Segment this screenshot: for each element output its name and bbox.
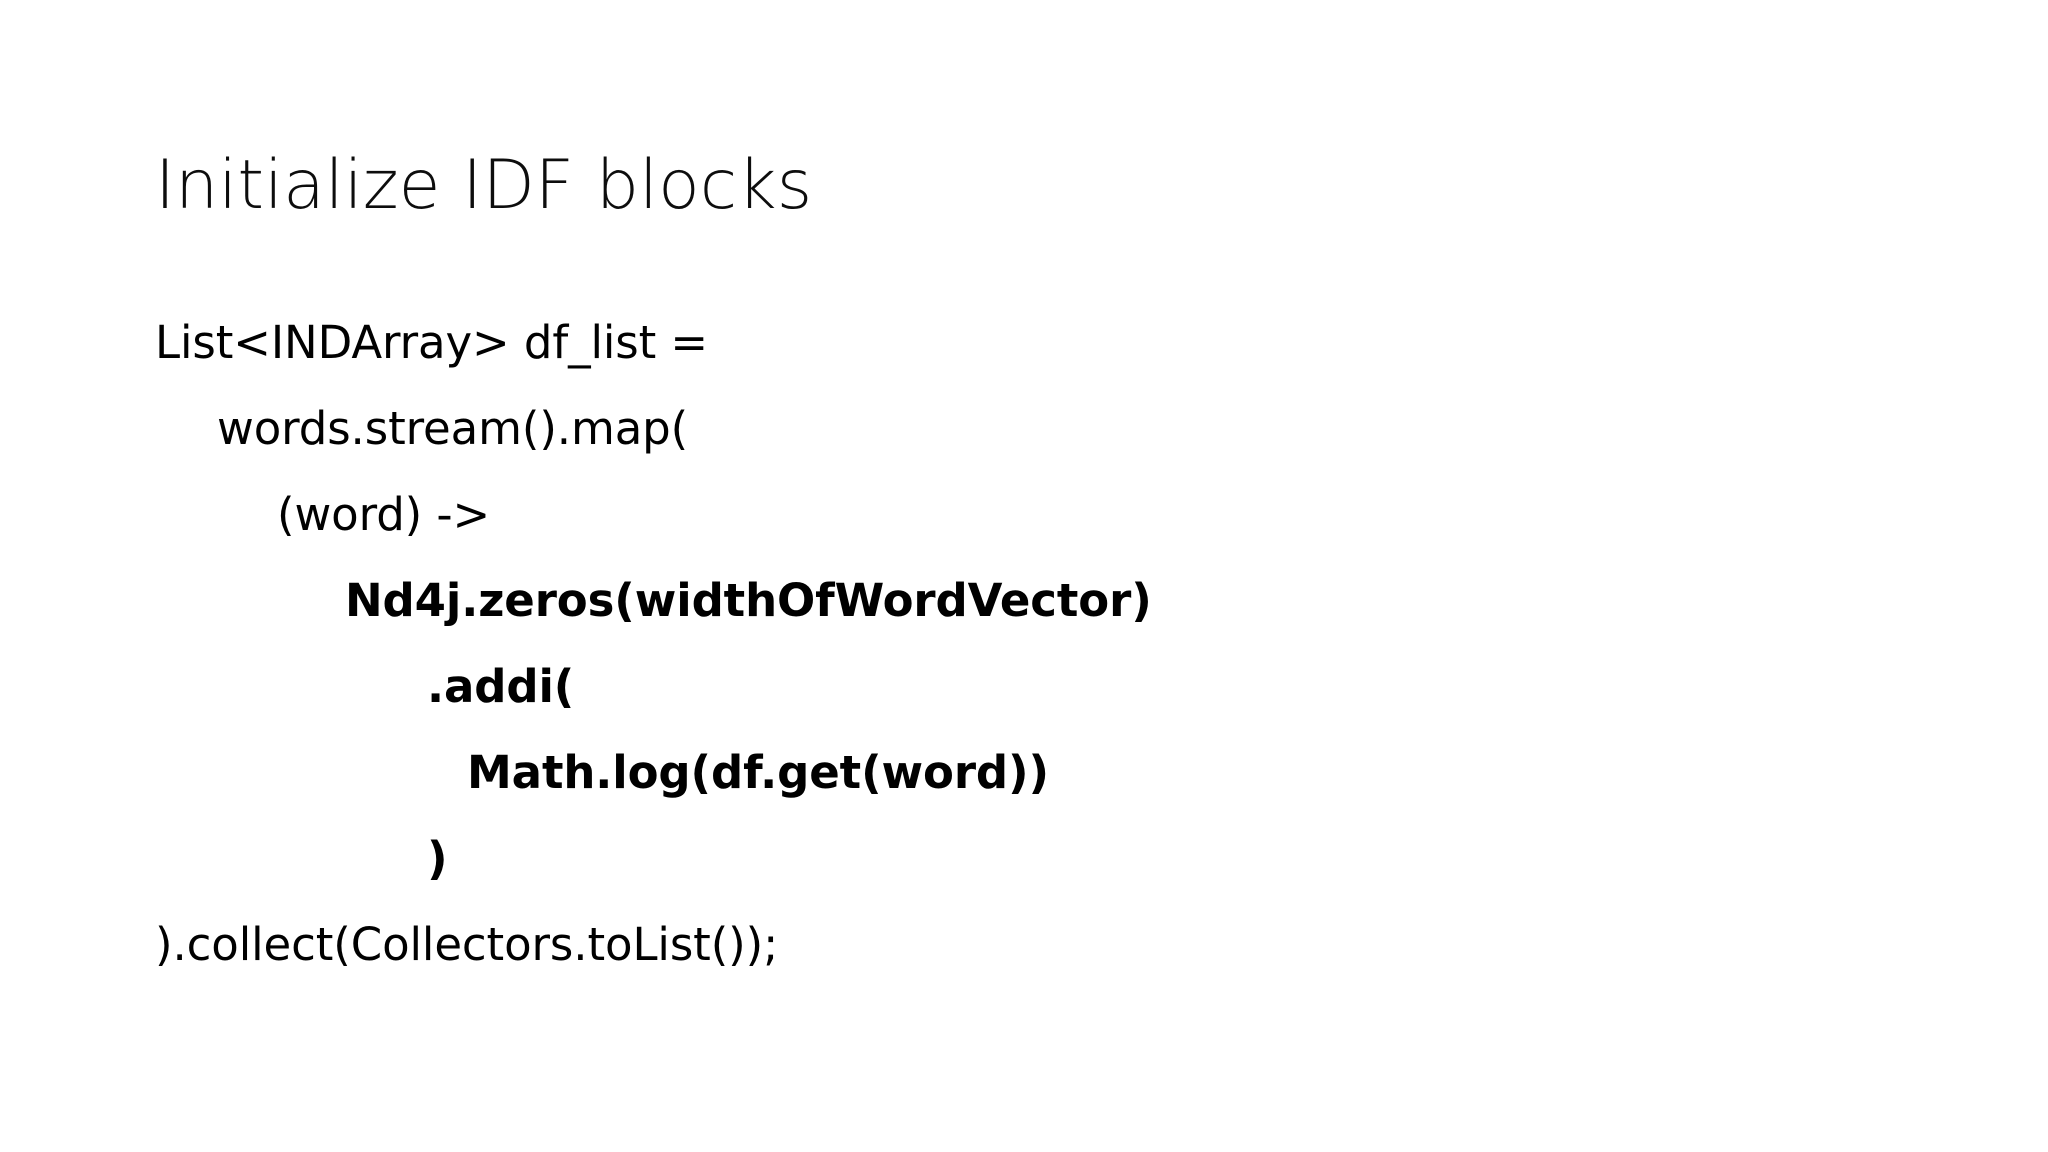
slide-title: Initialize IDF blocks	[155, 145, 813, 225]
code-line: (word) ->	[277, 488, 491, 541]
code-line: List<INDArray> df_list =	[155, 316, 708, 369]
code-line: ).collect(Collectors.toList());	[155, 918, 779, 971]
code-line: )	[427, 832, 448, 885]
code-line: Nd4j.zeros(widthOfWordVector)	[345, 574, 1152, 627]
code-line: words.stream().map(	[217, 402, 689, 455]
code-line: .addi(	[427, 660, 575, 713]
code-block: List<INDArray> df_list = words.stream().m…	[155, 300, 1915, 988]
code-line: Math.log(df.get(word))	[467, 746, 1049, 799]
